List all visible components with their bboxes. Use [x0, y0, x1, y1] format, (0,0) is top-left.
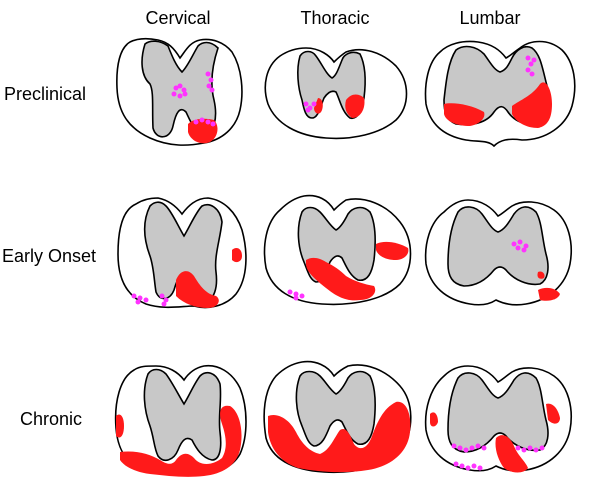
gray-matter [143, 368, 222, 462]
lesion-magenta [511, 239, 529, 253]
lesion-red [116, 405, 242, 477]
lesion-magenta [171, 71, 216, 127]
lesion-red [306, 241, 409, 301]
gray-matter [143, 201, 223, 301]
lesion-magenta [451, 443, 545, 471]
row-label-early-onset: Early Onset [2, 246, 96, 266]
lesion-magenta [303, 101, 317, 113]
lesion-magenta [525, 55, 537, 77]
lesion-red [188, 118, 218, 144]
lesion-red [314, 94, 365, 118]
row-label-chronic: Chronic [20, 409, 82, 429]
column-label-thoracic: Thoracic [300, 8, 369, 28]
panel-chronic-thoracic [263, 360, 412, 474]
panel-preclinical-lumbar [424, 40, 576, 148]
lesion-red [268, 401, 411, 473]
panel-preclinical-thoracic [264, 47, 408, 140]
gray-matter [447, 206, 549, 287]
column-label-cervical: Cervical [145, 8, 210, 28]
gray-matter [295, 370, 376, 447]
lesion-red [537, 271, 560, 301]
panel-preclinical-cervical [116, 37, 243, 146]
lesion-magenta [131, 293, 169, 307]
lesion-red [176, 248, 242, 308]
row-label-preclinical: Preclinical [4, 84, 86, 104]
column-label-lumbar: Lumbar [459, 8, 520, 28]
lesion-magenta [287, 289, 305, 301]
panel-early-lumbar [424, 199, 572, 306]
lesion-red [430, 403, 560, 473]
panel-early-thoracic [263, 194, 412, 306]
gray-matter [447, 372, 549, 453]
panel-chronic-cervical [114, 364, 247, 477]
panel-early-cervical [117, 197, 247, 309]
lesion-red [444, 82, 552, 128]
panel-chronic-lumbar [424, 365, 572, 473]
